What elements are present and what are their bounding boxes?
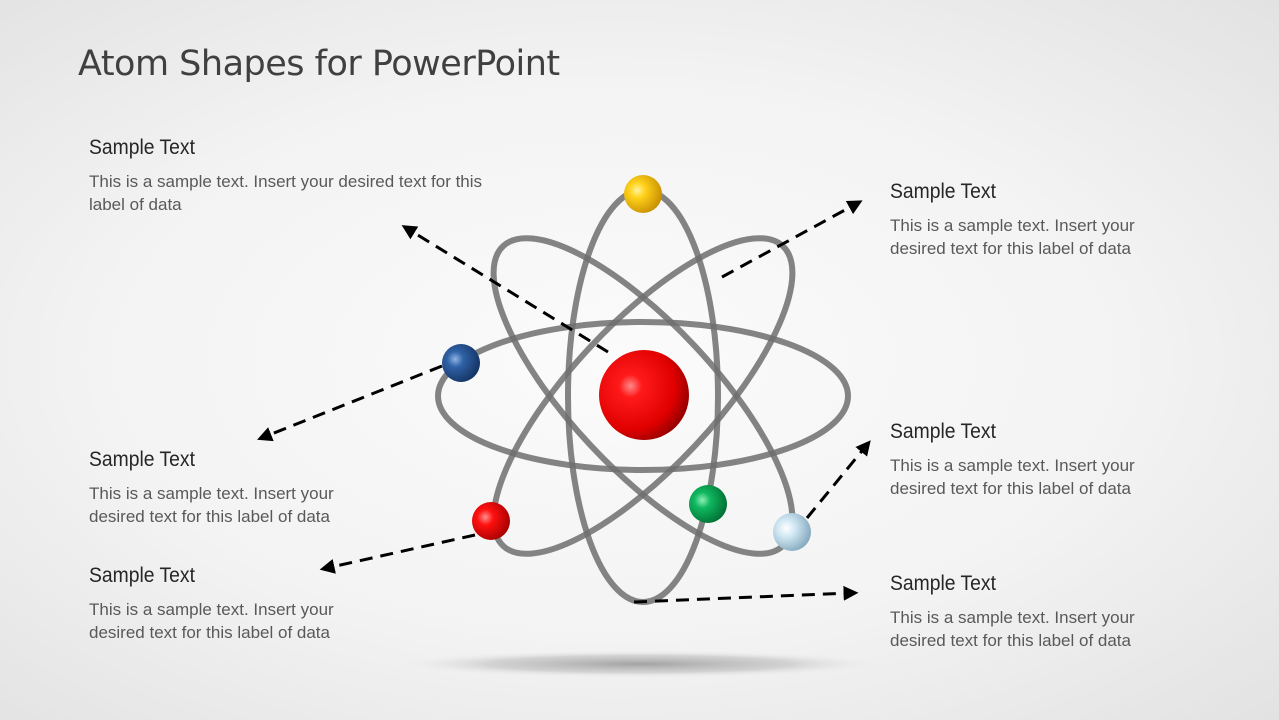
label-body: This is a sample text. Insert your desir… [89, 484, 334, 526]
label-top-left: Sample Text This is a sample text. Inser… [89, 136, 499, 216]
label-body: This is a sample text. Insert your desir… [89, 172, 483, 214]
orbit-horizontal [435, 319, 851, 473]
label-heading: Sample Text [890, 420, 996, 443]
label-body: This is a sample text. Insert your desir… [890, 608, 1135, 650]
arrow-middle-right [805, 440, 871, 519]
label-heading: Sample Text [89, 136, 195, 159]
arrow-top-left [401, 225, 609, 354]
arrow-bottom-left [319, 533, 476, 574]
arrow-top-right [721, 200, 863, 279]
nucleus [599, 350, 689, 440]
floor-shadow [390, 650, 890, 678]
label-heading: Sample Text [89, 448, 195, 471]
label-bottom-left: Sample Text This is a sample text. Inser… [89, 564, 369, 644]
label-bottom-right: Sample Text This is a sample text. Inser… [890, 572, 1170, 652]
label-body: This is a sample text. Insert your desir… [890, 456, 1135, 498]
label-heading: Sample Text [890, 180, 996, 203]
page-title: Atom Shapes for PowerPoint [78, 44, 560, 84]
arrow-middle-left [257, 364, 443, 442]
orbits [435, 187, 851, 605]
label-heading: Sample Text [89, 564, 195, 587]
label-top-right: Sample Text This is a sample text. Inser… [890, 180, 1170, 260]
electron-red [472, 502, 510, 540]
label-middle-left: Sample Text This is a sample text. Inser… [89, 448, 369, 528]
arrow-bottom-right [633, 585, 859, 604]
electron-green [689, 485, 727, 523]
label-body: This is a sample text. Insert your desir… [890, 216, 1135, 258]
orbit-diagonal-b [490, 235, 796, 557]
label-body: This is a sample text. Insert your desir… [89, 600, 334, 642]
electron-blue [442, 344, 480, 382]
label-heading: Sample Text [890, 572, 996, 595]
label-middle-right: Sample Text This is a sample text. Inser… [890, 420, 1170, 500]
electron-light-blue [773, 513, 811, 551]
electron-yellow [624, 175, 662, 213]
